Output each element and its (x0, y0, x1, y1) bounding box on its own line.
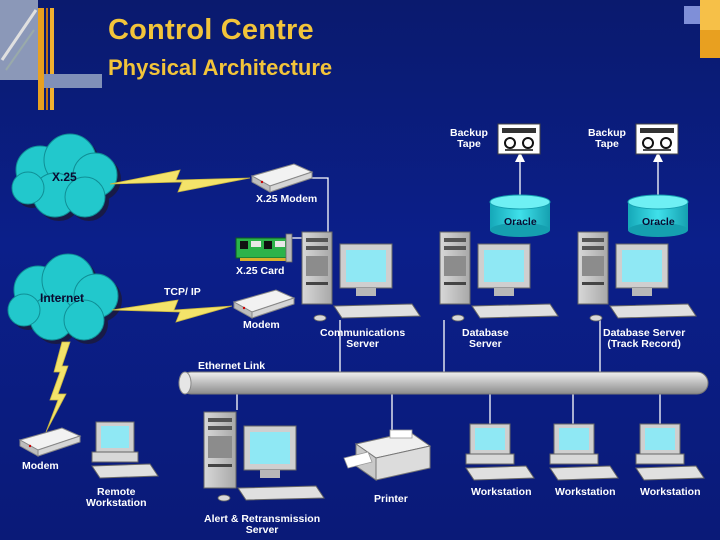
internet-label: Internet (40, 291, 85, 305)
lightning-tcpip (111, 299, 233, 323)
ethernet-bus (178, 371, 709, 395)
internet-cloud (7, 253, 122, 344)
backup-tape-2-icon (635, 123, 679, 155)
comm-server-icon (301, 231, 421, 322)
oracle-2-label: Oracle (642, 216, 675, 228)
workstation-1-icon (465, 423, 535, 481)
db-server-icon (439, 231, 559, 322)
arrow-heads (515, 152, 663, 162)
tcpip-label: TCP/ IP (164, 286, 201, 298)
corner-decoration-right (684, 0, 720, 58)
corner-decoration-left (0, 0, 102, 110)
db-server-track-icon (577, 231, 697, 322)
oracle-1-label: Oracle (504, 216, 537, 228)
x25-label: X.25 (52, 170, 77, 184)
x25-card-icon (235, 233, 293, 263)
page-subtitle: Physical Architecture (108, 55, 333, 80)
lightning-internet-modem (45, 341, 71, 433)
modem-left-label: Modem (22, 460, 59, 472)
printer-icon (343, 429, 432, 481)
printer-label: Printer (374, 493, 408, 505)
workstation-3-label: Workstation (640, 486, 701, 498)
x25-card-label: X.25 Card (236, 265, 285, 277)
modem-x25 (250, 163, 314, 193)
x25-modem-label: X.25 Modem (256, 193, 318, 205)
oracle-db-2-icon (627, 194, 689, 237)
x25-cloud (11, 133, 121, 221)
ethernet-link-label: Ethernet Link (198, 360, 266, 372)
workstation-2-icon (549, 423, 619, 481)
modem-left (18, 427, 82, 457)
modem-center (232, 289, 296, 319)
backup-tape-1-icon (497, 123, 541, 155)
modem-center-label: Modem (243, 319, 280, 331)
db-server-track-label: Database Server(Track Record) (603, 327, 686, 350)
alert-server-icon (203, 411, 325, 502)
lightning-x25 (109, 169, 251, 193)
page-title: Control Centre (108, 14, 314, 46)
remote-workstation-icon (91, 421, 159, 479)
workstation-2-label: Workstation (555, 486, 616, 498)
workstation-3-icon (635, 423, 705, 481)
workstation-1-label: Workstation (471, 486, 532, 498)
oracle-db-1-icon (489, 194, 551, 237)
